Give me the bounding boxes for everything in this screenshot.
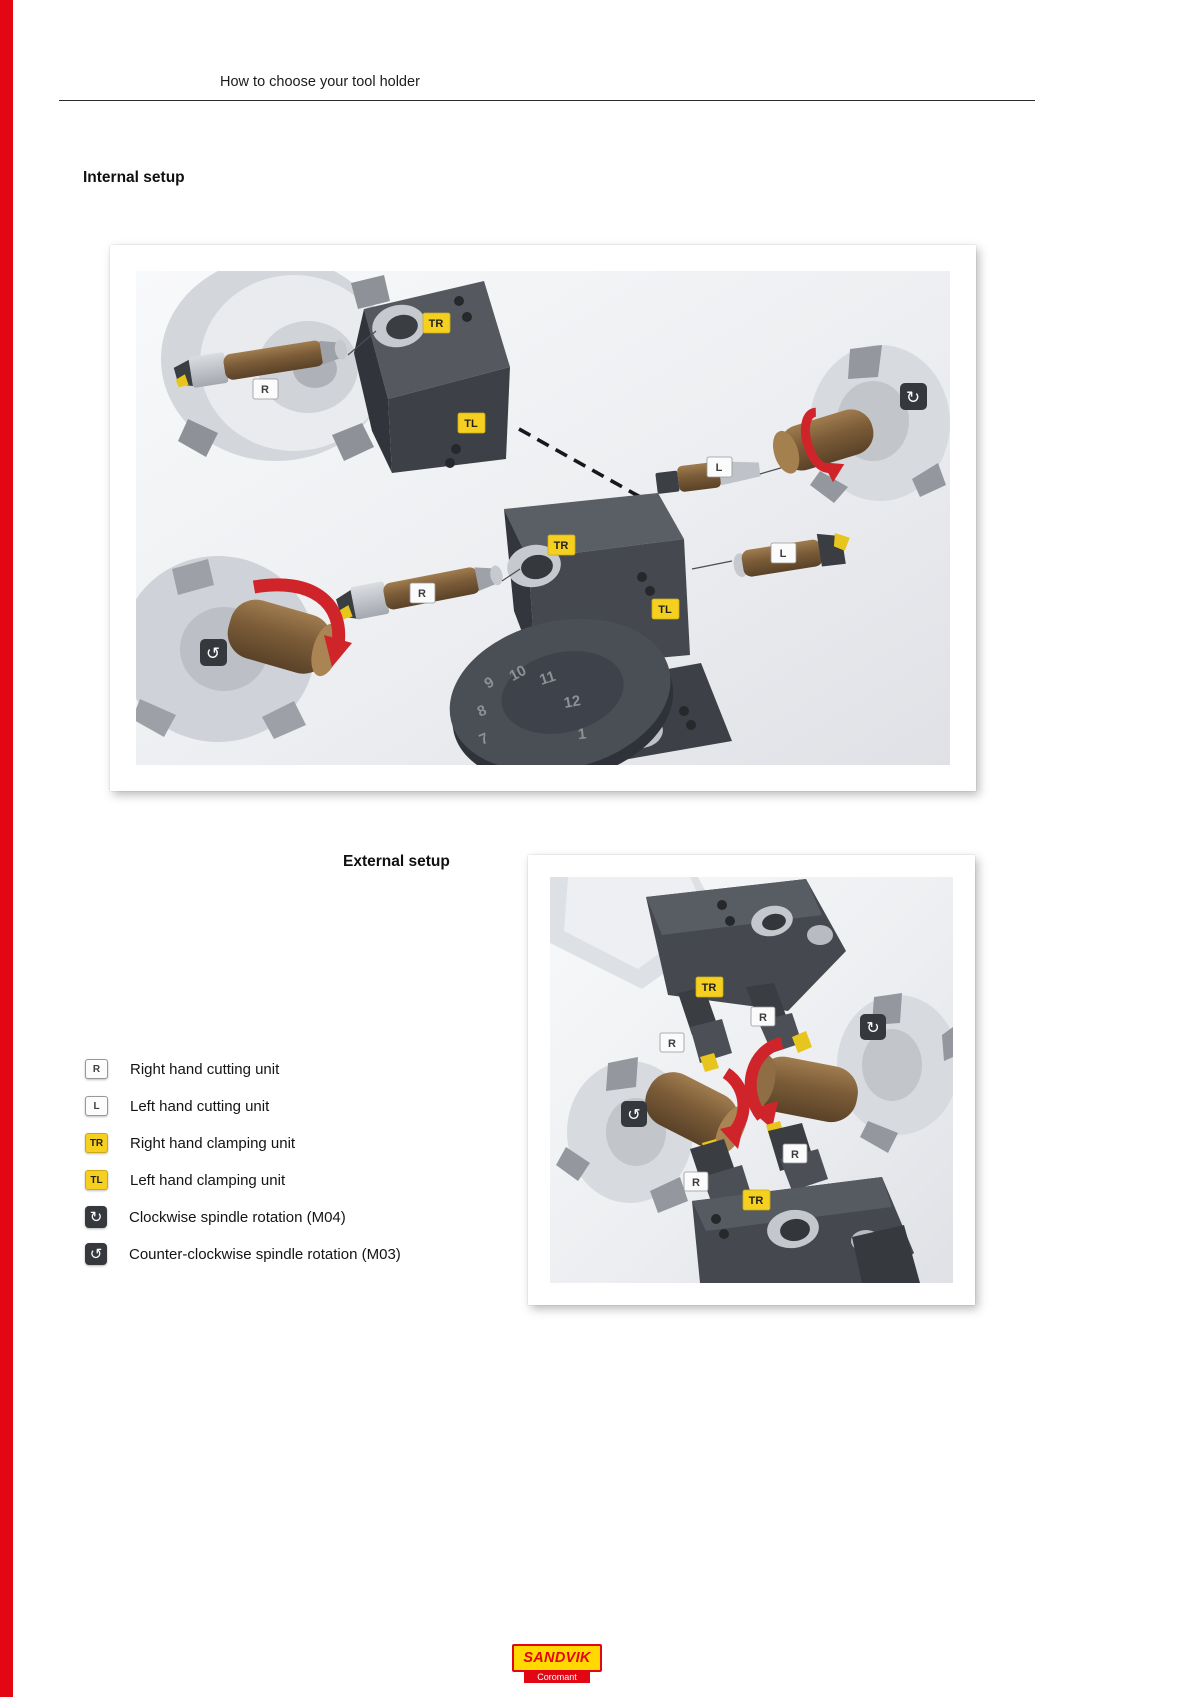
sandvik-logo-box: SANDVIK <box>512 1644 602 1672</box>
svg-text:TL: TL <box>464 418 478 430</box>
legend-label: Clockwise spindle rotation (M04) <box>129 1208 346 1226</box>
svg-text:TR: TR <box>554 540 569 552</box>
legend-item-left-cutting: L Left hand cutting unit <box>85 1095 401 1117</box>
sandvik-wordmark: SANDVIK <box>523 1650 591 1666</box>
legend-label: Right hand cutting unit <box>130 1060 280 1078</box>
dashed-link-line <box>518 427 643 500</box>
external-setup-figure: TR R R ↻ ↺ <box>528 855 975 1305</box>
svg-text:↺: ↺ <box>627 1107 640 1124</box>
external-figure-canvas: TR R R ↻ ↺ <box>550 877 953 1283</box>
l-cutting-badge: L <box>706 456 733 478</box>
adapter-axis-line <box>759 466 785 475</box>
right-workpiece <box>744 1037 858 1129</box>
l-cutting-badge: L <box>85 1096 108 1116</box>
external-setup-illustration: TR R R ↻ ↺ <box>550 877 953 1283</box>
legend-label: Counter-clockwise spindle rotation (M03) <box>129 1245 401 1263</box>
svg-text:R: R <box>759 1012 767 1024</box>
top-tool-block <box>354 281 510 473</box>
turret-number: 11 <box>537 668 557 689</box>
top-left-cutting-unit <box>678 987 732 1072</box>
tr-clamping-badge: TR <box>547 534 576 556</box>
turret-disc: 7 8 9 10 11 12 1 <box>449 618 674 765</box>
coromant-label: Coromant <box>524 1671 590 1683</box>
cw-rotation-ring <box>800 407 845 483</box>
left-workpiece <box>645 1067 750 1154</box>
external-badges: TR R R ↻ ↺ <box>621 976 886 1211</box>
legend-item-right-cutting: R Right hand cutting unit <box>85 1058 401 1080</box>
r-cutting-badge: R <box>659 1032 685 1053</box>
svg-text:R: R <box>418 588 426 600</box>
top-boring-bar <box>173 339 348 388</box>
svg-text:↻: ↻ <box>906 388 920 407</box>
legend: R Right hand cutting unit L Left hand cu… <box>85 1058 401 1280</box>
r-cutting-badge: R <box>782 1143 808 1164</box>
left-accent-bar <box>0 0 13 1697</box>
tl-clamping-badge: TL <box>457 412 486 434</box>
external-setup-heading: External setup <box>343 853 450 870</box>
turret-number: 12 <box>563 692 582 712</box>
clockwise-rotation-icon: ↻ <box>85 1206 107 1228</box>
tl-clamping-badge: TL <box>85 1170 108 1190</box>
header-rule <box>59 100 1035 101</box>
svg-text:R: R <box>668 1038 676 1050</box>
internal-setup-figure: 7 8 9 10 11 12 1 TR R <box>110 245 976 791</box>
tr-clamping-badge: TR <box>422 312 451 334</box>
svg-text:L: L <box>780 548 787 560</box>
clockwise-rotation-icon: ↻ <box>860 1014 886 1040</box>
counter-clockwise-rotation-icon: ↺ <box>621 1101 647 1127</box>
turret-number: 1 <box>577 725 587 743</box>
svg-text:TR: TR <box>749 1195 764 1207</box>
tr-clamping-badge: TR <box>695 976 724 998</box>
page-header-title: How to choose your tool holder <box>220 74 420 90</box>
counter-clockwise-rotation-icon: ↺ <box>200 639 227 666</box>
top-bar-axis-line <box>347 330 377 356</box>
middle-bar-axis-line <box>501 568 521 582</box>
tl-clamping-badge: TL <box>651 598 680 620</box>
svg-text:R: R <box>791 1149 799 1161</box>
svg-text:↻: ↻ <box>866 1020 879 1037</box>
legend-label: Left hand clamping unit <box>130 1171 286 1189</box>
svg-text:R: R <box>261 384 269 396</box>
internal-setup-heading: Internal setup <box>83 169 185 186</box>
internal-badges: TR R TL L TR <box>200 312 927 666</box>
sandvik-coromant-logo: SANDVIK Coromant <box>512 1644 602 1683</box>
r-cutting-badge: R <box>683 1171 709 1192</box>
legend-label: Right hand clamping unit <box>130 1134 296 1152</box>
legend-item-right-clamping: TR Right hand clamping unit <box>85 1132 401 1154</box>
right-bar-axis-line <box>691 560 733 570</box>
internal-setup-illustration: 7 8 9 10 11 12 1 TR R <box>136 271 950 765</box>
svg-text:TR: TR <box>702 982 717 994</box>
r-cutting-badge: R <box>252 378 279 400</box>
legend-item-left-clamping: TL Left hand clamping unit <box>85 1169 401 1191</box>
tr-clamping-badge: TR <box>742 1189 771 1211</box>
svg-text:TR: TR <box>429 318 444 330</box>
svg-text:↺: ↺ <box>206 644 220 663</box>
r-cutting-badge: R <box>85 1059 108 1079</box>
r-cutting-badge: R <box>750 1006 776 1027</box>
counter-clockwise-rotation-icon: ↺ <box>85 1243 107 1265</box>
svg-text:L: L <box>716 462 723 474</box>
l-cutting-badge: L <box>770 542 797 564</box>
tr-clamping-badge: TR <box>85 1133 108 1153</box>
legend-label: Left hand cutting unit <box>130 1097 270 1115</box>
clockwise-rotation-icon: ↻ <box>900 383 927 410</box>
legend-item-counter-clockwise: ↺ Counter-clockwise spindle rotation (M0… <box>85 1243 401 1265</box>
turret-number: 10 <box>506 662 529 685</box>
legend-item-clockwise: ↻ Clockwise spindle rotation (M04) <box>85 1206 401 1228</box>
svg-text:R: R <box>692 1177 700 1189</box>
svg-text:TL: TL <box>658 604 672 616</box>
r-cutting-badge: R <box>409 582 436 604</box>
internal-figure-canvas: 7 8 9 10 11 12 1 TR R <box>136 271 950 765</box>
ccw-rotation-arrow <box>252 578 346 646</box>
